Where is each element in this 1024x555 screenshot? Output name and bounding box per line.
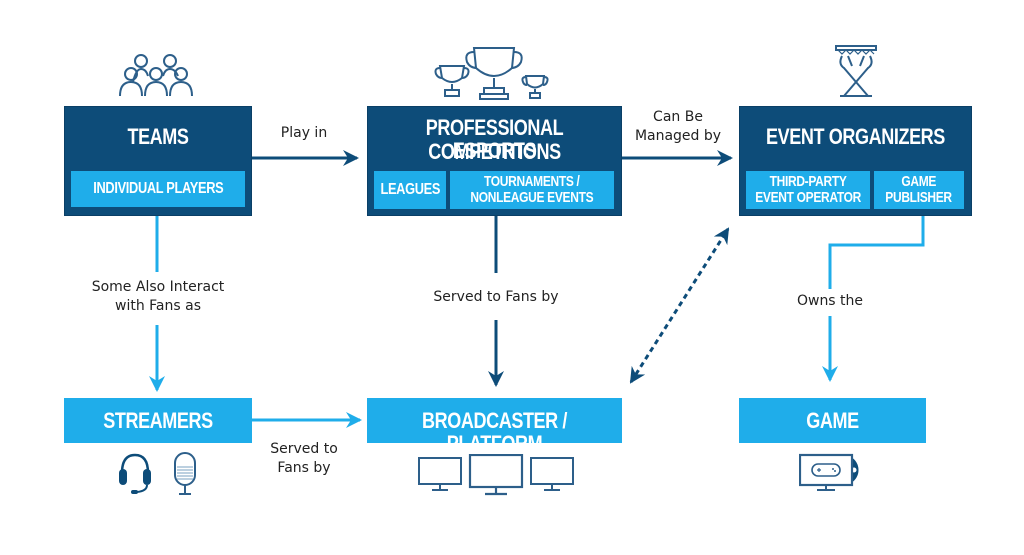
edge-label-managed-by-line1: Can Be [653,109,703,125]
stage-lights-icon [835,45,877,97]
headset-icon [119,453,151,494]
broadcaster-platform-node: BROADCASTER / PLATFORM [367,398,622,455]
line-publisher-elbow [828,216,925,289]
streamers-title: STREAMERS [103,408,213,433]
edge-label-served-streamers-line1: Served to [270,441,338,457]
edge-label-managed-by-line2: Managed by [634,128,722,144]
game-screen-disc-icon [799,453,859,491]
broadcaster-title: BROADCASTER / PLATFORM [421,408,568,457]
teams-node: TEAMS INDIVIDUAL PLAYERS [64,106,252,216]
streamers-node: STREAMERS [64,398,252,443]
game-publisher-label: GAME PUBLISHER [874,171,964,209]
arrow-broadcaster-organizers-bidirectional [629,227,730,384]
teams-title: TEAMS [127,124,189,149]
edge-label-served-streamers-line2: Fans by [277,460,331,476]
microphone-icon [174,452,196,495]
edge-label-play-in: Play in [280,125,328,141]
third-party-operator-label: THIRD-PARTY EVENT OPERATOR [746,171,870,209]
edge-label-interact-line1: Some Also Interact [91,279,225,295]
tournaments-label: TOURNAMENTS / NONLEAGUE EVENTS [450,171,614,209]
monitor-icon [530,457,574,491]
monitors-group [418,454,574,496]
competitions-title-line2: COMPETITIONS [428,139,561,164]
people-group-icon [119,54,193,97]
edge-label-owns: Owns the [796,293,864,309]
competitions-node: PROFESSIONAL ESPORTS COMPETITIONS LEAGUE… [367,106,622,216]
game-title: GAME [806,408,859,433]
edge-label-interact-line2: with Fans as [115,298,201,314]
individual-players-label: INDIVIDUAL PLAYERS [71,171,245,207]
trophies-icon [434,47,549,100]
leagues-label: LEAGUES [374,171,446,209]
edge-label-served-center: Served to Fans by [433,289,559,305]
game-node: GAME [739,398,926,443]
monitor-icon [418,457,462,491]
event-organizers-node: EVENT ORGANIZERS THIRD-PARTY EVENT OPERA… [739,106,972,216]
event-organizers-title: EVENT ORGANIZERS [766,124,945,149]
monitor-icon [468,454,524,496]
competitions-title-line1: PROFESSIONAL ESPORTS [425,115,564,164]
